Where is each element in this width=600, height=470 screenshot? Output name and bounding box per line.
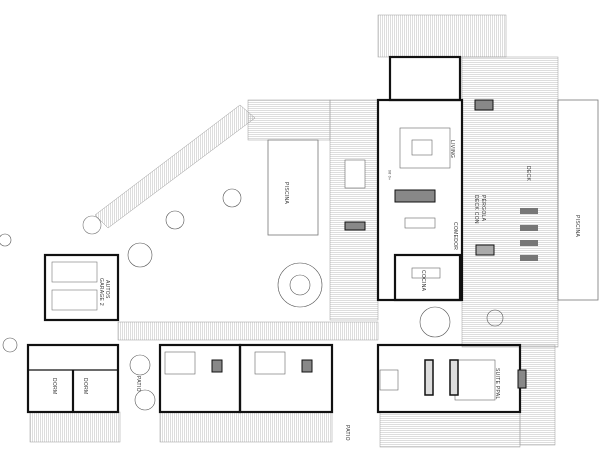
label-deck: DECK (525, 166, 531, 181)
label-dorm-1: DORM (51, 378, 57, 394)
label-suite: SUITE PPAL (494, 368, 500, 400)
label-living: LIVING (449, 140, 455, 158)
label-garage-1: GARAGE 2 (98, 278, 104, 306)
label-kitchen: COCINA (420, 270, 426, 292)
pool-right (557, 99, 599, 301)
label-pool-left: PISCINA (283, 182, 289, 204)
label-dining: COMEDOR (452, 222, 458, 250)
label-patio-2: PATIO (344, 425, 350, 441)
label-patio-1: PATIO (135, 376, 141, 392)
label-deck-pergola-1: DECK CON (473, 195, 479, 224)
label-dorm-2: DORM (82, 378, 88, 394)
main-pavilion (344, 55, 538, 302)
level-mark: +0.80 (388, 170, 392, 180)
garage (43, 253, 120, 322)
dorm-wing (26, 343, 334, 414)
vegetation (0, 188, 504, 411)
label-garage-2: AUTOS (104, 280, 110, 299)
suite-wing (376, 343, 527, 414)
pool-left (267, 139, 319, 236)
label-deck-pergola-2: PÉRGOLA (480, 195, 487, 222)
label-pool-right: PISCINA (574, 215, 580, 237)
ramp (82, 104, 256, 235)
